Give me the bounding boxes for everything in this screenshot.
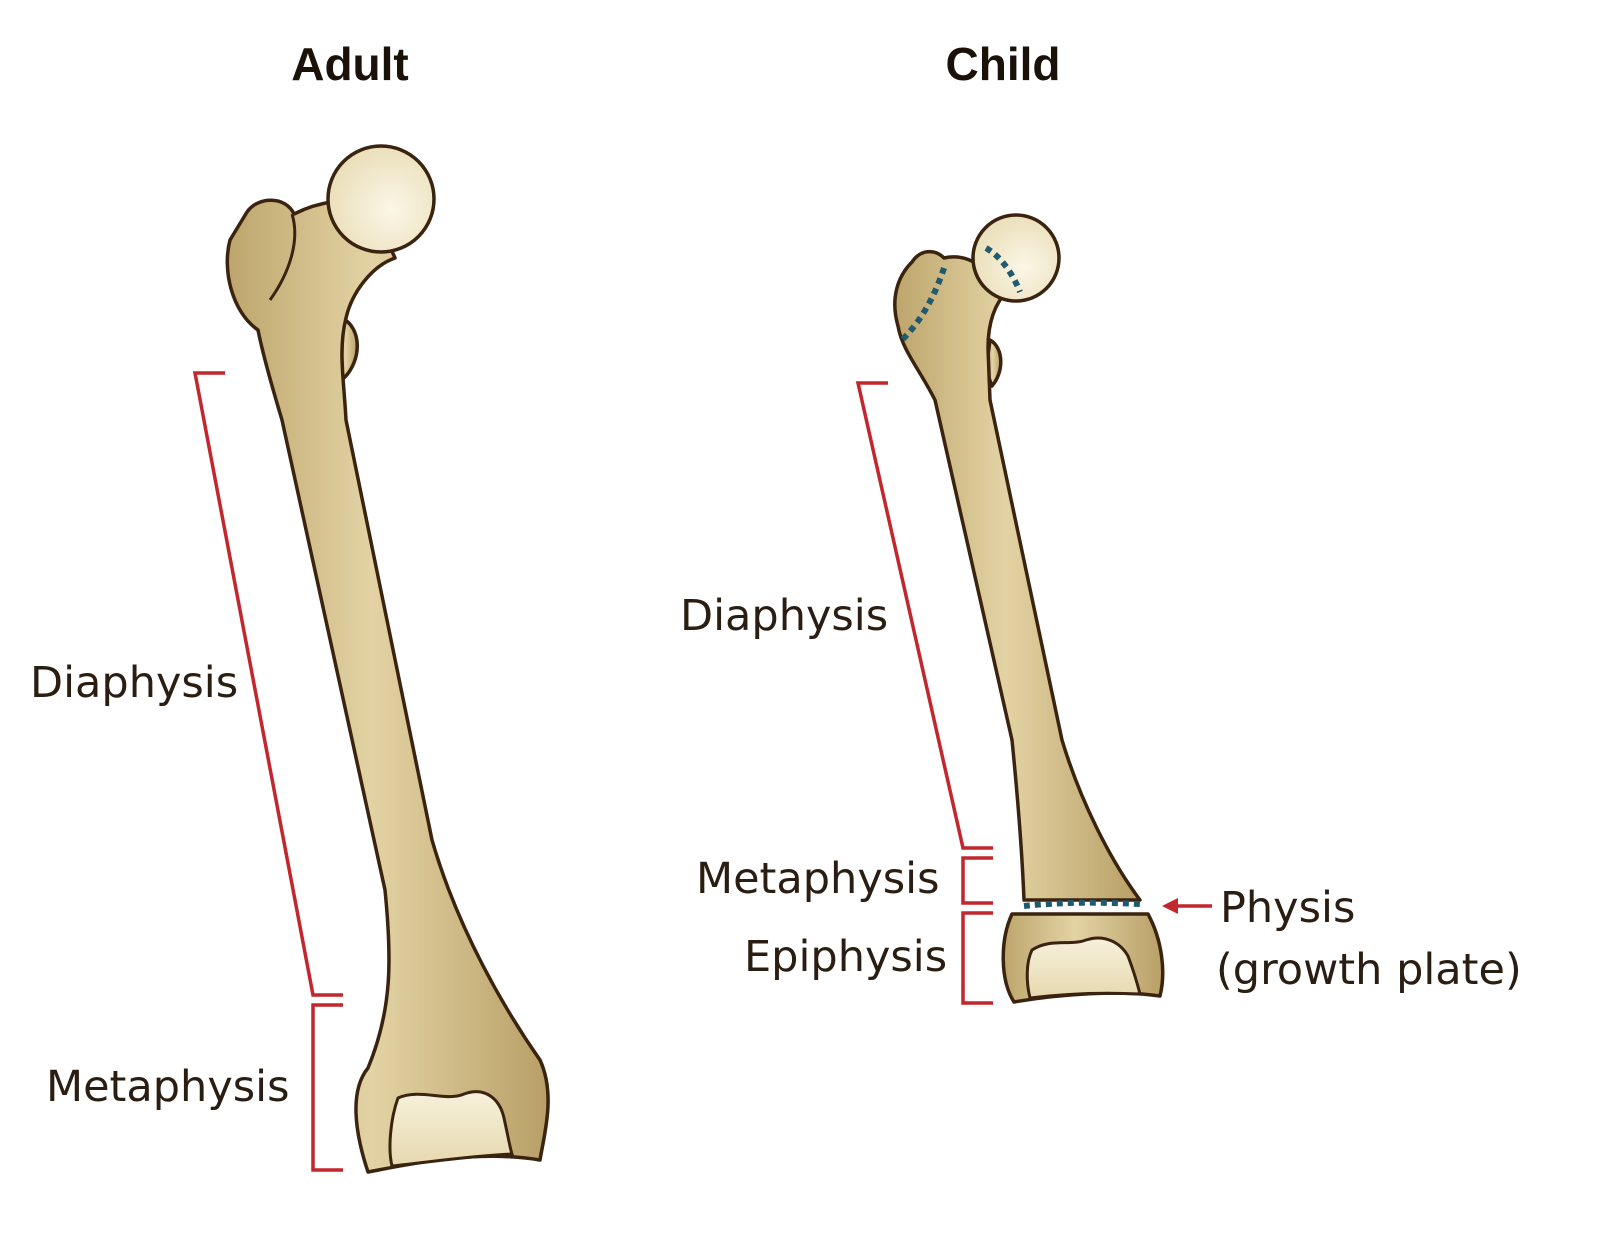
child-femur-shaft xyxy=(893,249,1142,902)
adult-femoral-head xyxy=(326,144,436,254)
child-femoral-head xyxy=(971,213,1061,303)
child-brackets xyxy=(855,381,1212,1005)
physis-label: Physis xyxy=(1220,883,1355,933)
adult-trochanter-line xyxy=(268,213,297,301)
adult-diaphysis-label: Diaphysis xyxy=(30,658,238,708)
growth-plate-label: (growth plate) xyxy=(1216,945,1522,995)
adult-distal-cartilage xyxy=(388,1090,515,1168)
adult-diaphysis-bracket xyxy=(192,371,343,997)
child-metaphysis-label: Metaphysis xyxy=(696,854,940,904)
child-diaphysis-bracket xyxy=(855,381,993,850)
child-head-physis xyxy=(984,245,1023,294)
adult-brackets xyxy=(192,371,343,1172)
child-femur xyxy=(893,213,1165,1004)
child-distal-physis xyxy=(1023,899,1141,909)
child-epiphysis-bracket xyxy=(961,911,993,1005)
adult-metaphysis-bracket xyxy=(311,1003,343,1172)
adult-panel: Adult Diaphysis Metaphysis xyxy=(30,38,550,1174)
child-title: Child xyxy=(946,38,1061,90)
physis-arrow-head xyxy=(1162,898,1178,914)
child-panel: Child Diaphysis Metaphysis xyxy=(680,38,1522,1005)
adult-title: Adult xyxy=(291,38,409,90)
child-distal-cartilage xyxy=(1025,936,1142,1000)
adult-femur xyxy=(225,144,550,1174)
child-epiphysis-label: Epiphysis xyxy=(744,932,947,982)
child-diaphysis-label: Diaphysis xyxy=(680,591,888,641)
child-metaphysis-bracket xyxy=(961,856,993,905)
adult-femur-shaft xyxy=(225,198,550,1174)
adult-metaphysis-label: Metaphysis xyxy=(46,1062,290,1112)
